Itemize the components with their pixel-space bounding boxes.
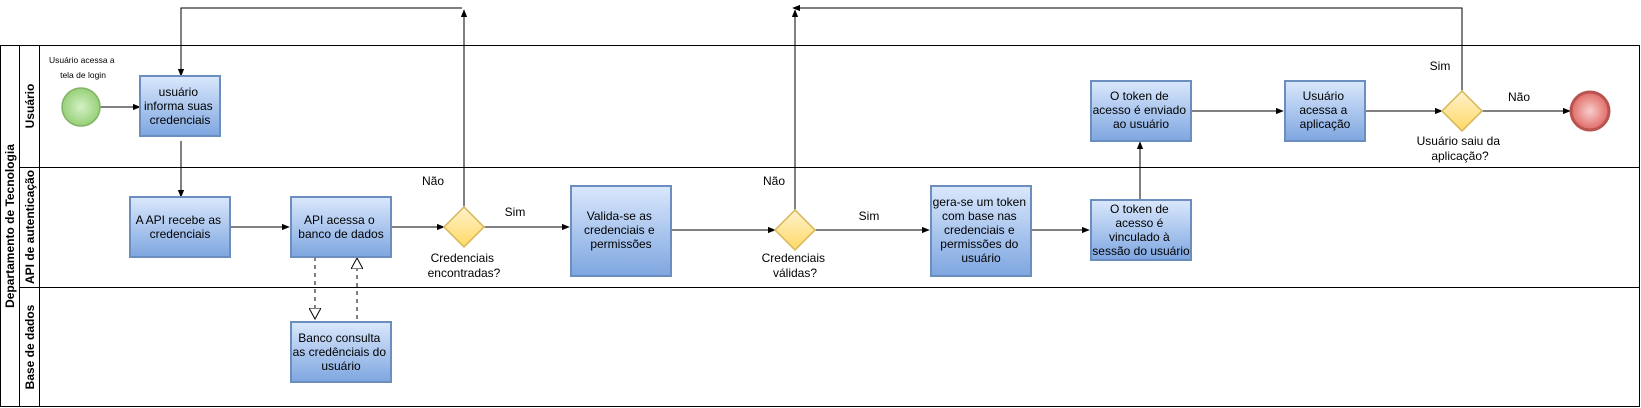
pool: Departamento de Tecnologia Usuário API d… — [0, 45, 1640, 407]
lane-title-base: Base de dados — [23, 304, 37, 389]
task-usuario-acessa-aplicacao: Usuário acessa a aplicação — [1284, 80, 1366, 142]
edge-label-validas-sim: Sim — [859, 209, 880, 223]
pool-title: Departamento de Tecnologia — [3, 144, 17, 308]
lane-title-usuario: Usuário — [23, 84, 37, 129]
edges — [100, 4, 1571, 319]
svg-text:gera-se um token com bas: gera-se um token com base nas credenciai… — [933, 195, 1030, 265]
task-token-vinculado: O token de acesso é vinculado à sessão d… — [1090, 199, 1192, 261]
edge-label-saiu-sim: Sim — [1430, 59, 1451, 73]
task-api-recebe: A API recebe as credenciais — [129, 196, 231, 258]
lane-title-api: API de autenticação — [23, 170, 37, 284]
task-informa-credenciais: usuário informa suas credenciais — [139, 75, 221, 137]
gateway-usuario-saiu: Usuário saiu da aplicação? Sim Não — [1417, 59, 1531, 163]
edge-label-encontradas-sim: Sim — [505, 205, 526, 219]
edge-label-saiu-nao: Não — [1508, 90, 1530, 104]
svg-text:API acessa o banco de da: API acessa o banco de dados — [298, 213, 383, 241]
svg-text:Credenciais encontradas?: Credenciais encontradas? — [428, 251, 501, 280]
start-event: Usuário acessa a tela de login — [49, 55, 117, 127]
svg-text:Credenciais válidas?: Credenciais válidas? — [762, 251, 829, 280]
svg-text:Valida-se as credenciais: Valida-se as credenciais e permissões — [584, 209, 658, 251]
svg-text:A API recebe as credenci: A API recebe as credenciais — [136, 213, 225, 241]
svg-text:usuário informa suas: usuário informa suas credenciais — [144, 85, 216, 127]
task-valida-credenciais: Valida-se as credenciais e permissões — [570, 185, 672, 277]
task-gera-token: gera-se um token com base nas credenciai… — [930, 185, 1032, 277]
task-token-enviado: O token de acesso é enviado ao usuário — [1090, 80, 1192, 142]
task-banco-consulta: Banco consulta as credênciais do usuário — [290, 321, 392, 383]
svg-text:O token de acesso é envi: O token de acesso é enviado ao usuário — [1093, 89, 1190, 131]
start-event-label: Usuário acessa a tela de login — [49, 55, 117, 80]
svg-text:Usuário saiu da aplicaçã: Usuário saiu da aplicação? — [1417, 134, 1504, 163]
gateway-credenciais-encontradas: Credenciais encontradas? Não Sim — [422, 174, 525, 280]
svg-text:Usuário acessa a a: Usuário acessa a aplicação — [1299, 89, 1350, 131]
svg-text:O token de acesso é: O token de acesso é vinculado à sessão d… — [1092, 202, 1190, 258]
edge-label-validas-nao: Não — [763, 174, 785, 188]
svg-text:Banco consulta as credên: Banco consulta as credênciais do usuário — [293, 331, 390, 373]
end-event — [1569, 90, 1611, 132]
gateway-credenciais-validas: Credenciais válidas? Não Sim — [762, 174, 880, 280]
edge-label-encontradas-nao: Não — [422, 174, 444, 188]
task-api-acessa-banco: API acessa o banco de dados — [290, 196, 392, 258]
